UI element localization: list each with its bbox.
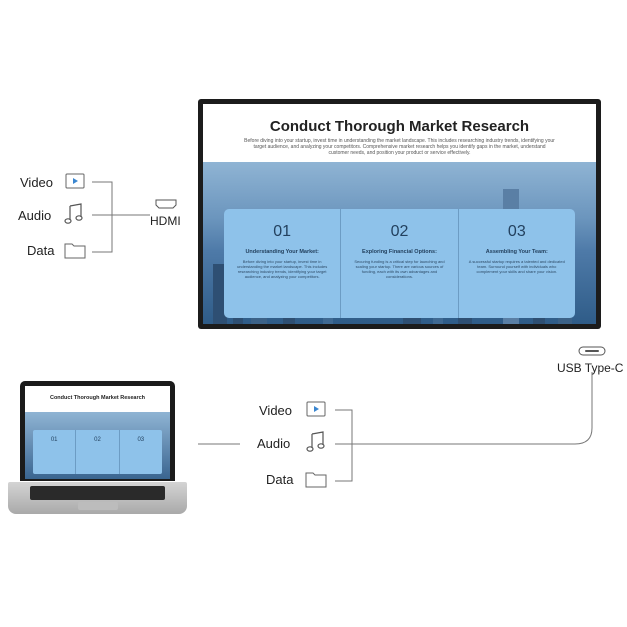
laptop-card-number: 01 (50, 437, 58, 443)
card-heading: Exploring Financial Options: (362, 249, 437, 255)
folder-icon (305, 472, 327, 488)
card-body: A successful startup requires a talented… (468, 259, 565, 274)
monitor-slide-title: Conduct Thorough Market Research (269, 118, 530, 135)
display-monitor: Conduct Thorough Market Research Before … (198, 99, 601, 329)
monitor-screen: Conduct Thorough Market Research Before … (203, 104, 596, 324)
monitor-card: 01 Understanding Your Market: Before div… (224, 209, 340, 318)
monitor-cards-panel: 01 Understanding Your Market: Before div… (224, 209, 575, 318)
folder-icon (64, 243, 86, 259)
bottom-data-label: Data (266, 472, 294, 487)
video-icon (65, 173, 85, 189)
card-body: Before diving into your startup, invest … (237, 259, 328, 279)
card-number: 03 (507, 223, 526, 240)
monitor-slide-paragraph: Before diving into your startup, invest … (244, 138, 555, 156)
bottom-video-label: Video (259, 403, 293, 418)
card-number: 01 (273, 223, 292, 240)
hdmi-port-icon (155, 199, 177, 209)
music-note-icon (306, 431, 325, 452)
left-audio-label: Audio (18, 208, 52, 223)
video-icon (306, 401, 326, 417)
laptop-card-number: 02 (75, 430, 118, 474)
laptop-screen: Conduct Thorough Market Research 01 02 0… (25, 386, 170, 479)
laptop-cards-panel: 01 02 03 (33, 430, 162, 474)
laptop-screen-bezel: Conduct Thorough Market Research 01 02 0… (20, 381, 175, 481)
hdmi-label: HDMI (150, 214, 181, 228)
left-video-label: Video (20, 175, 54, 190)
laptop-card-number: 03 (118, 430, 162, 474)
bottom-audio-label: Audio (257, 436, 291, 451)
card-heading: Assembling Your Team: (485, 249, 548, 255)
laptop-keyboard (30, 486, 165, 500)
monitor-card: 02 Exploring Financial Options: Securing… (340, 209, 457, 318)
left-data-label: Data (27, 243, 55, 258)
laptop-slide-title: Conduct Thorough Market Research (49, 395, 146, 401)
monitor-card: 03 Assembling Your Team: A successful st… (457, 209, 575, 318)
card-body: Securing funding is a critical step for … (354, 259, 445, 279)
laptop-base (8, 482, 187, 514)
usb-c-label: USB Type-C (557, 361, 624, 375)
card-number: 02 (390, 223, 409, 240)
card-heading: Understanding Your Market: (245, 249, 319, 255)
music-note-icon (64, 203, 83, 224)
usb-c-port-icon (578, 346, 606, 356)
laptop-trackpad (78, 502, 118, 510)
